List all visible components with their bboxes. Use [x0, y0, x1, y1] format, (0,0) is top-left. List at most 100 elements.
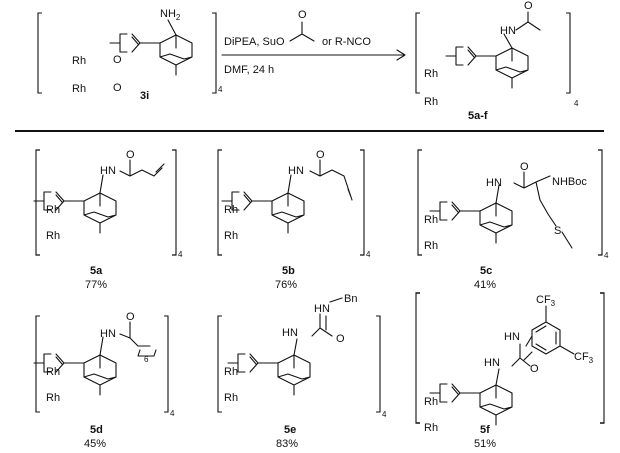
- atom-rh-4: Rh: [424, 96, 438, 108]
- amide-o-5a: O: [126, 149, 135, 161]
- nh-label-5e-2: HN: [314, 303, 330, 315]
- reagent-top: DiPEA, SuO: [224, 36, 285, 48]
- rh-5f-2: Rh: [424, 422, 438, 434]
- amide-o-5b: O: [316, 149, 325, 161]
- compound-label-5af: 5a-f: [468, 110, 488, 122]
- brackets-5d-right: [163, 315, 169, 413]
- yield-5e: 83%: [276, 438, 298, 450]
- starting-material-3i: Rh Rh O O NH2 4 3i: [37, 8, 223, 102]
- core-5af: [445, 46, 529, 89]
- brackets-5a-right: [171, 149, 177, 256]
- product-5a: HN O Rh Rh 4 5a 77%: [33, 149, 183, 291]
- reaction-conditions: DiPEA, SuO O or R-NCO DMF, 24 h: [221, 9, 406, 76]
- multiplier-5d: 4: [170, 409, 175, 418]
- bn-label-5e: Bn: [344, 293, 357, 305]
- nh-label-5af: HN: [500, 25, 516, 37]
- cf3-label-5f-2: CF3: [574, 351, 594, 365]
- product-5d: HN O 6 Rh Rh 4 5d 45%: [33, 311, 175, 450]
- rh-5d-1: Rh: [46, 366, 60, 378]
- brackets-5af: [415, 12, 421, 94]
- brackets-5b: [217, 149, 223, 256]
- compound-label-5d: 5d: [90, 424, 103, 436]
- amide-o-5af: O: [524, 0, 533, 12]
- multiplier-5b: 4: [366, 250, 371, 259]
- multiplier-5c: 4: [604, 251, 609, 260]
- rh-5e-1: Rh: [224, 366, 238, 378]
- product-general-5a-f: HN O Rh Rh 4 5a-f: [415, 0, 579, 122]
- compound-label-5c: 5c: [480, 265, 492, 277]
- urea-o-5e: O: [336, 333, 345, 345]
- rh-5c-1: Rh: [424, 214, 438, 226]
- nh-label-5f-2: HN: [504, 331, 520, 343]
- yield-5c: 41%: [474, 279, 496, 291]
- multiplier-5af: 4: [574, 99, 579, 108]
- brackets-3i-right: [211, 12, 217, 94]
- brackets-3i: [37, 12, 43, 94]
- brackets-5c-right: [597, 149, 603, 256]
- amide-o-5c: O: [520, 161, 529, 173]
- core-5f: [429, 383, 513, 426]
- pentynoyl-chain-5b: [287, 159, 353, 201]
- rh-5c-2: Rh: [424, 240, 438, 252]
- rh-5d-2: Rh: [46, 392, 60, 404]
- brackets-5a: [35, 149, 41, 256]
- brackets-5e-right: [375, 315, 381, 413]
- reaction-arrow: [221, 49, 406, 61]
- product-5f: HN HN O CF3 CF3 Rh Rh 5f 51%: [415, 292, 605, 450]
- multiplier-5a: 4: [178, 250, 183, 259]
- multiplier-5e: 4: [382, 410, 387, 419]
- yield-5d: 45%: [84, 438, 106, 450]
- rh-5b-1: Rh: [224, 204, 238, 216]
- product-5c: HN O NHBoc S Rh Rh 4 5c 41%: [417, 149, 609, 291]
- nh-label-5a: HN: [100, 165, 116, 177]
- yield-5a: 77%: [85, 279, 107, 291]
- ester-sketch: [289, 21, 315, 42]
- bn-bond-5e: [329, 297, 343, 303]
- rh-5a-2: Rh: [46, 230, 60, 242]
- yield-5b: 76%: [275, 279, 297, 291]
- amide-o-5d: O: [126, 311, 135, 323]
- brackets-5c: [417, 149, 423, 256]
- rh-5a-1: Rh: [46, 204, 60, 216]
- alkyl-chain-5d: [99, 321, 157, 357]
- product-5e: HN HN Bn O Rh Rh 4 5e 83%: [217, 293, 387, 450]
- atom-rh-3: Rh: [424, 68, 438, 80]
- multiplier-3i: 4: [218, 85, 223, 94]
- rh-5e-2: Rh: [224, 392, 238, 404]
- nh-label-5f-1: HN: [484, 357, 500, 369]
- nhboc-label-5c: NHBoc: [552, 176, 587, 188]
- reagent-or: or R-NCO: [322, 36, 371, 48]
- brackets-5d: [35, 315, 41, 413]
- sulfur-label-5c: S: [554, 225, 561, 237]
- rh-5f-1: Rh: [424, 396, 438, 408]
- amide-5af: [503, 11, 541, 49]
- brackets-5e: [217, 315, 223, 413]
- core-5e: [227, 353, 311, 396]
- aryl-ring-5f-inner: [535, 325, 557, 351]
- reagent-bottom: DMF, 24 h: [224, 64, 274, 76]
- compound-label-3i: 3i: [140, 90, 149, 102]
- rh-5b-2: Rh: [224, 230, 238, 242]
- nh-label-5d: HN: [100, 328, 116, 340]
- compound-label-5b: 5b: [282, 265, 295, 277]
- bond-c-n-3i: [167, 19, 177, 36]
- aryl-ring-5f: [531, 305, 575, 355]
- methionine-5c: [495, 171, 573, 249]
- urea-5e: [293, 313, 333, 356]
- brackets-5f-right: [599, 292, 605, 424]
- atom-o-2: O: [113, 82, 122, 94]
- atom-rh-2: Rh: [72, 83, 86, 95]
- yield-5f: 51%: [474, 438, 496, 450]
- urea-o-5f: O: [530, 363, 539, 375]
- compound-label-5a: 5a: [90, 265, 103, 277]
- nh-label-5b: HN: [288, 165, 304, 177]
- amine-label-3i: NH2: [160, 8, 181, 22]
- atom-rh-1: Rh: [72, 55, 86, 67]
- cf3-label-5f-1: CF3: [536, 294, 556, 308]
- core-3i: [109, 33, 193, 76]
- compound-label-5e: 5e: [284, 424, 296, 436]
- ester-carbonyl-o: O: [298, 9, 307, 21]
- atom-o-1: O: [113, 54, 122, 66]
- brackets-5f: [415, 292, 421, 424]
